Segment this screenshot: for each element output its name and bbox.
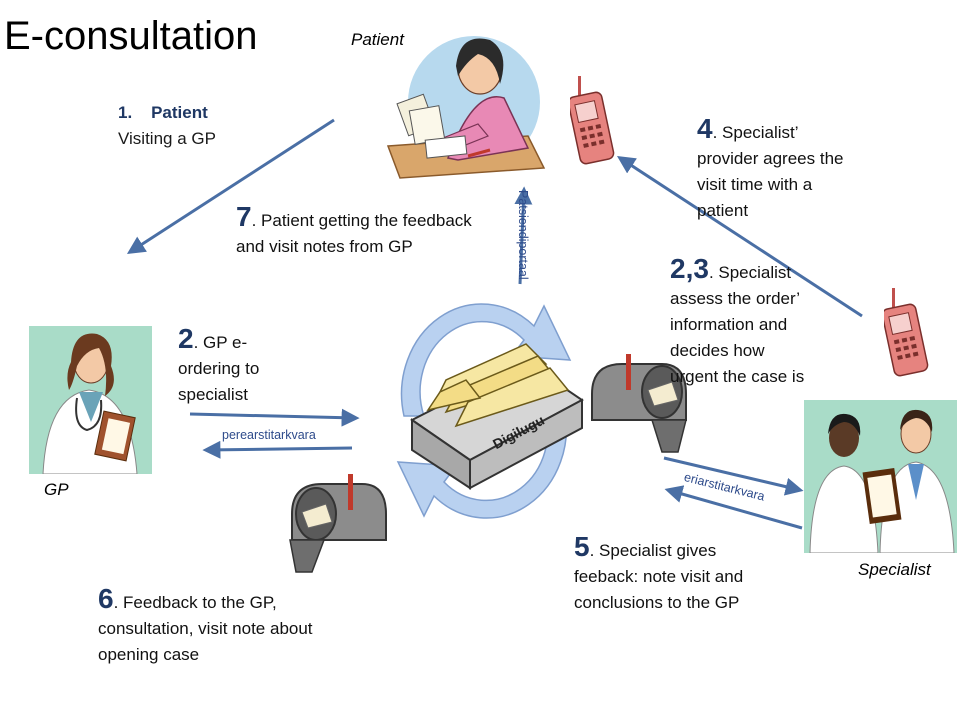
patient-portal-label: Patsiendiportaal [516, 190, 530, 280]
step-5-text: 5. Specialist gives feeback: note visit … [574, 531, 744, 616]
arrow-gp-to-hub [189, 408, 360, 427]
step-2-3-line: urgent the case is [670, 367, 805, 386]
step-2-line: specialist [178, 385, 248, 404]
step-2-3-line: . Specialist [708, 263, 792, 282]
step-7-text: 7. Patient getting the feedback and visi… [236, 201, 472, 260]
step-2-line: . GP e- [193, 333, 248, 352]
step-6-line: opening case [98, 645, 200, 664]
patient-label: Patient [351, 30, 404, 49]
arrow-portal-to-patient [514, 186, 533, 285]
specialist-label: Specialist [858, 560, 931, 579]
step-2-3-line: information and [670, 315, 788, 334]
step-7-line: . Patient getting the feedback [251, 211, 472, 230]
mailbox-icon [289, 474, 387, 573]
arrow-specialist-to-hub [664, 485, 803, 530]
step-4-number: 4 [697, 113, 713, 144]
step-5-line: feeback: note visit and [574, 567, 744, 586]
step-5-line: conclusions to the GP [574, 593, 740, 612]
step-1-body: Visiting a GP [118, 129, 216, 148]
mobile-phone-icon [570, 76, 615, 165]
step-6-line: . Feedback to the GP, [113, 593, 277, 612]
step-2-number: 2 [178, 323, 194, 354]
two-doctors-icon [804, 400, 957, 553]
arrow-patient-to-gp [126, 118, 335, 254]
gp-label: GP [44, 480, 69, 499]
diagram-title: E-consultation [4, 14, 258, 58]
step-5-line: . Specialist gives [589, 541, 717, 560]
step-2-text: 2. GP e- ordering to specialist [178, 323, 260, 408]
step-2-3-line: assess the order’ [670, 289, 801, 308]
mailbox-icon [591, 354, 687, 453]
step-4-line: visit time with a [697, 175, 813, 194]
gp-software-label: perearstitarkvara [222, 428, 316, 442]
step-4-text: 4. Specialist’ provider agrees the visit… [697, 113, 844, 224]
step-4-line: patient [697, 201, 749, 220]
woman-at-desk-icon [386, 36, 546, 179]
step-1-title: Patient [151, 103, 208, 122]
step-7-number: 7 [236, 201, 252, 232]
step-2-3-number: 2,3 [670, 253, 709, 284]
step-4-line: . Specialist’ [712, 123, 799, 142]
step-1-number: 1. [118, 103, 133, 122]
step-6-line: consultation, visit note about [98, 619, 313, 638]
step-1-text: 1. Patient Visiting a GP [118, 100, 216, 152]
step-4-line: provider agrees the [697, 149, 844, 168]
step-2-3-line: decides how [670, 341, 765, 360]
mobile-phone-icon [884, 288, 929, 377]
step-6-number: 6 [98, 583, 114, 614]
arrow-hub-to-gp [202, 440, 353, 459]
step-2-3-text: 2,3. Specialist assess the order’ inform… [670, 253, 805, 390]
file-box-icon [410, 343, 584, 490]
step-2-line: ordering to [178, 359, 260, 378]
step-6-text: 6. Feedback to the GP, consultation, vis… [98, 583, 313, 668]
female-doctor-icon [29, 326, 152, 474]
step-7-line: and visit notes from GP [236, 237, 413, 256]
arrow-specialist-to-phone [616, 156, 863, 318]
step-5-number: 5 [574, 531, 590, 562]
hub-cycle-graphic [396, 303, 572, 519]
arrow-hub-to-specialist [663, 456, 804, 496]
